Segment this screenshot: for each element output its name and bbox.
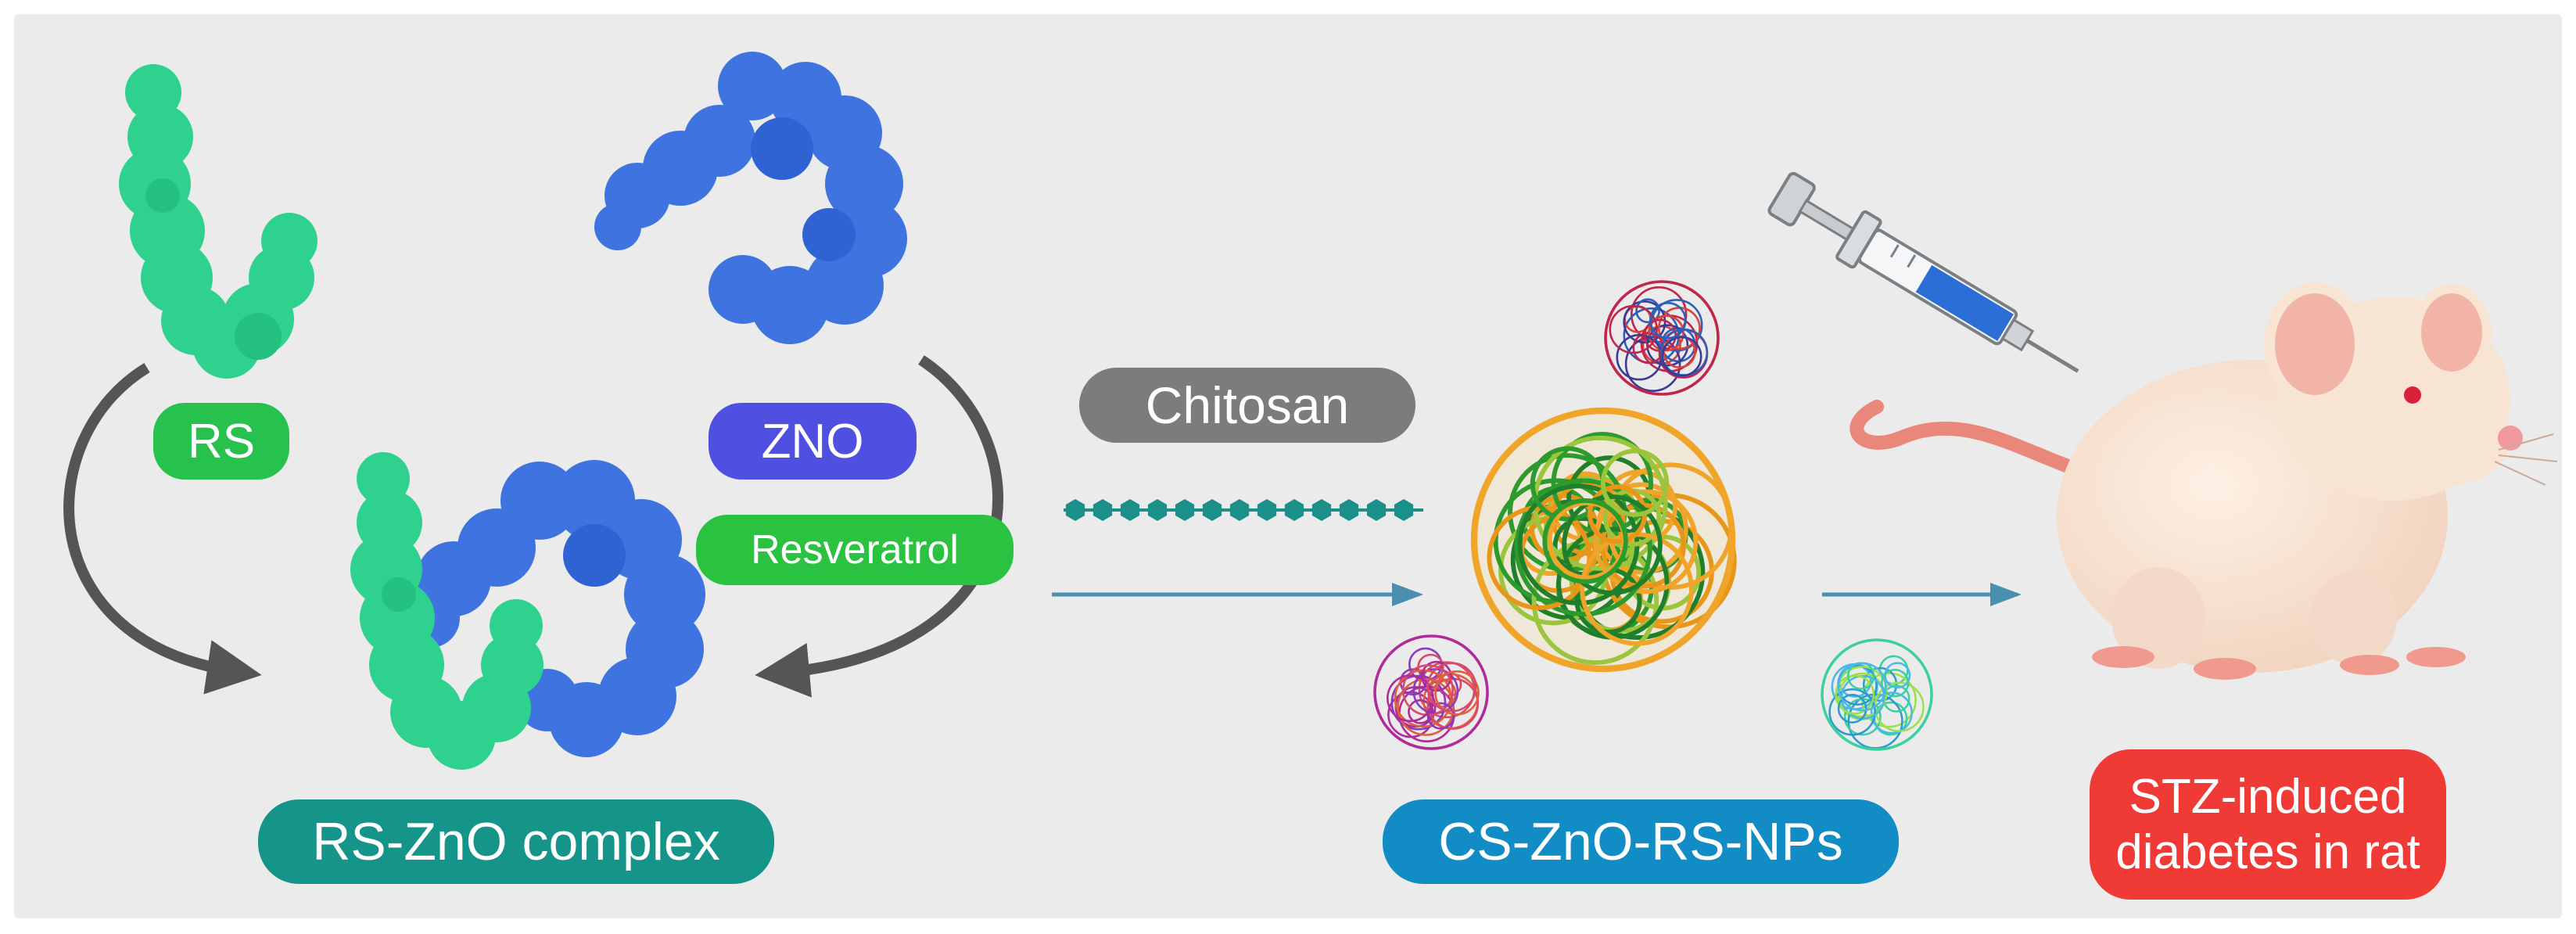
zno-molecule-icon <box>594 52 907 344</box>
nanoparticle-large-icon <box>1470 407 1737 673</box>
rs-label: RS <box>153 403 289 480</box>
rs-zno-complex-label: RS-ZnO complex <box>258 799 774 884</box>
resveratrol-label: Resveratrol <box>696 515 1014 585</box>
nanoparticle-top-icon <box>1604 280 1720 396</box>
rat-icon <box>1849 282 2558 680</box>
syringe-icon <box>1767 171 2079 373</box>
chitosan-label: Chitosan <box>1079 368 1415 443</box>
zno-label: ZNO <box>709 403 917 480</box>
curved-arrow-left <box>63 363 262 695</box>
nanoparticle-left-icon <box>1373 634 1489 750</box>
rs-molecule-icon <box>119 64 318 379</box>
cs-zno-rs-nps-label: CS-ZnO-RS-NPs <box>1383 799 1899 884</box>
stz-label-line-2: diabetes in rat <box>2115 825 2420 879</box>
nanoparticle-right-icon <box>1821 638 1933 751</box>
chitosan-chain-icon <box>1064 499 1423 521</box>
stz-label-line-1: STZ-induced <box>2129 769 2407 824</box>
stz-induced-diabetes-label: STZ-induced diabetes in rat <box>2090 749 2446 900</box>
rs-zno-complex-icon <box>350 452 705 770</box>
